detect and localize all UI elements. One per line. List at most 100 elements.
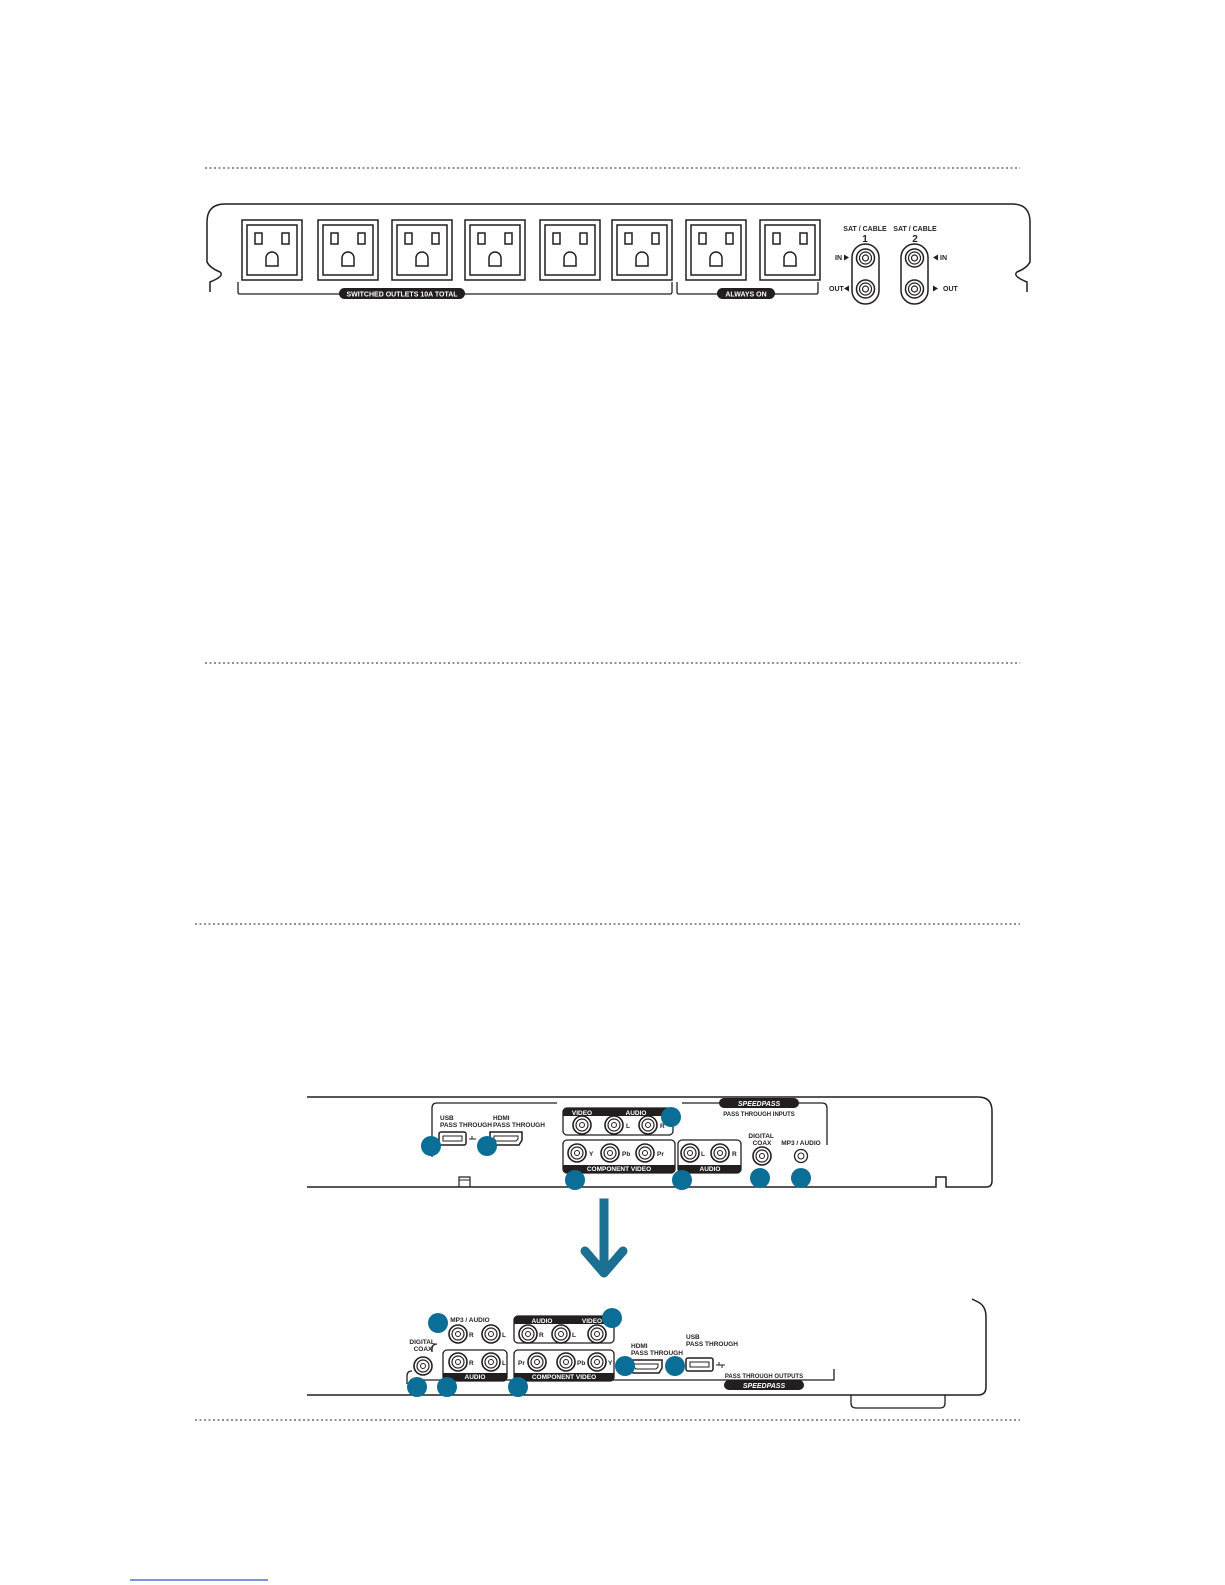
l-label: L bbox=[626, 1123, 630, 1130]
outlet-7 bbox=[685, 219, 747, 281]
r-label: R bbox=[469, 1360, 474, 1367]
out-arrow-icon bbox=[844, 285, 849, 292]
video-in-jack bbox=[572, 1115, 592, 1135]
outlet-5 bbox=[539, 219, 601, 281]
in-arrow-icon bbox=[933, 254, 938, 261]
audio-r-out-jack bbox=[518, 1324, 538, 1344]
audio-l-out-jack bbox=[481, 1352, 501, 1372]
sat-cable-1-group: SAT / CABLE 1 IN OUT bbox=[829, 226, 887, 305]
digital-coax-label: DIGITAL COAX bbox=[748, 1133, 775, 1147]
pb-label: Pb bbox=[577, 1360, 585, 1367]
audio-l-in-jack bbox=[680, 1143, 700, 1163]
sat-cable-2-in-connector bbox=[904, 248, 925, 268]
digital-coax-label: DIGITAL COAX bbox=[409, 1339, 436, 1353]
sat-cable-1-out-label: OUT bbox=[829, 286, 845, 293]
r-label: R bbox=[732, 1151, 737, 1158]
audio-label: AUDIO bbox=[465, 1374, 486, 1381]
callout-badge bbox=[615, 1356, 635, 1376]
callout-badge bbox=[791, 1168, 811, 1188]
sat-cable-2-out-connector bbox=[904, 279, 925, 299]
pass-through-inputs-label: PASS THROUGH INPUTS bbox=[723, 1112, 795, 1118]
audio-label: AUDIO bbox=[532, 1318, 553, 1325]
pb-in-jack bbox=[600, 1143, 620, 1163]
callout-badge bbox=[672, 1170, 692, 1190]
callout-badge bbox=[602, 1308, 622, 1328]
l-label: L bbox=[572, 1332, 576, 1339]
mp3-audio-label: MP3 / AUDIO bbox=[781, 1140, 821, 1147]
component-video-label: COMPONENT VIDEO bbox=[532, 1374, 596, 1381]
r-label: R bbox=[660, 1123, 665, 1130]
usb-icon bbox=[716, 1362, 725, 1368]
y-label: Y bbox=[608, 1360, 613, 1367]
r-label: R bbox=[469, 1332, 474, 1339]
callout-badge bbox=[407, 1377, 427, 1397]
video-out-jack bbox=[587, 1324, 607, 1344]
usb-port bbox=[685, 1357, 714, 1372]
down-arrow-icon bbox=[580, 1198, 628, 1278]
sat-cable-1-in-label: IN bbox=[835, 255, 842, 262]
outlet-2 bbox=[317, 219, 379, 281]
pass-through-outputs-label: PASS THROUGH OUTPUTS bbox=[725, 1374, 803, 1380]
pr-in-jack bbox=[635, 1143, 655, 1163]
callout-badge bbox=[508, 1377, 528, 1397]
switched-outlets-label: SWITCHED OUTLETS 10A TOTAL bbox=[346, 292, 458, 299]
sat-cable-2-group: SAT / CABLE 2 IN OUT bbox=[893, 226, 959, 305]
y-in-jack bbox=[567, 1143, 587, 1163]
callout-badge bbox=[750, 1168, 770, 1188]
video-label: VIDEO bbox=[572, 1110, 592, 1117]
outlet-3 bbox=[391, 219, 453, 281]
mp3-audio-label: MP3 / AUDIO bbox=[450, 1317, 490, 1324]
digital-coax-out-jack bbox=[413, 1356, 433, 1376]
speedpass-logo: SPEEDPASS bbox=[738, 1101, 781, 1108]
sat-cable-1-out-connector bbox=[855, 279, 876, 299]
digital-coax-in-jack bbox=[752, 1146, 772, 1166]
l-label: L bbox=[502, 1360, 506, 1367]
usb-label: USB PASS THROUGH bbox=[440, 1115, 492, 1129]
outlet-4 bbox=[464, 219, 526, 281]
pr-label: Pr bbox=[518, 1360, 525, 1367]
audio-r-in-jack bbox=[710, 1143, 730, 1163]
callout-badge bbox=[565, 1170, 585, 1190]
pr-label: Pr bbox=[657, 1151, 664, 1158]
callout-badge bbox=[665, 1356, 685, 1376]
speedpass-logo: SPEEDPASS bbox=[743, 1383, 786, 1390]
pb-label: Pb bbox=[622, 1151, 630, 1158]
audio-l-out-jack bbox=[551, 1324, 571, 1344]
audio-label: AUDIO bbox=[626, 1110, 647, 1117]
sat-cable-1-title: SAT / CABLE bbox=[843, 226, 887, 233]
y-label: Y bbox=[589, 1151, 594, 1158]
outlet-6 bbox=[611, 219, 673, 281]
out-arrow-icon bbox=[933, 285, 938, 292]
sat-cable-2-number: 2 bbox=[912, 234, 918, 245]
callout-badge bbox=[428, 1313, 448, 1333]
sat-cable-1-number: 1 bbox=[862, 234, 868, 245]
mp3-audio-jack bbox=[793, 1148, 809, 1164]
audio-label: AUDIO bbox=[700, 1166, 721, 1173]
mp3-audio-r-out-jack bbox=[448, 1324, 468, 1344]
usb-label: USB PASS THROUGH bbox=[686, 1334, 738, 1348]
usb-icon bbox=[469, 1136, 476, 1140]
outlet-8 bbox=[759, 219, 821, 281]
in-arrow-icon bbox=[844, 254, 849, 261]
always-on-label: ALWAYS ON bbox=[725, 292, 766, 299]
sat-cable-2-in-label: IN bbox=[940, 255, 947, 262]
pass-through-outputs-panel: MP3 / AUDIO R L DIGITAL COAX AUDIO R L A… bbox=[307, 1298, 987, 1409]
sat-cable-1-in-connector bbox=[855, 248, 876, 268]
audio-r-out-jack bbox=[448, 1352, 468, 1372]
pass-through-inputs-panel: USB PASS THROUGH HDMI PASS THROUGH VIDEO… bbox=[307, 1096, 993, 1190]
video-label: VIDEO bbox=[582, 1318, 602, 1325]
sat-cable-2-out-label: OUT bbox=[943, 286, 959, 293]
callout-badge bbox=[421, 1136, 441, 1156]
hdmi-label: HDMI PASS THROUGH bbox=[631, 1343, 683, 1357]
power-strip-panel: SWITCHED OUTLETS 10A TOTAL ALWAYS ON SAT… bbox=[206, 203, 1031, 305]
l-label: L bbox=[701, 1151, 705, 1158]
l-label: L bbox=[502, 1332, 506, 1339]
outlet-1 bbox=[241, 219, 303, 281]
callout-badge bbox=[437, 1377, 457, 1397]
audio-l-in-jack bbox=[604, 1115, 624, 1135]
y-out-jack bbox=[587, 1352, 607, 1372]
callout-badge bbox=[661, 1107, 681, 1127]
sat-cable-2-title: SAT / CABLE bbox=[893, 226, 937, 233]
pr-out-jack bbox=[527, 1352, 547, 1372]
